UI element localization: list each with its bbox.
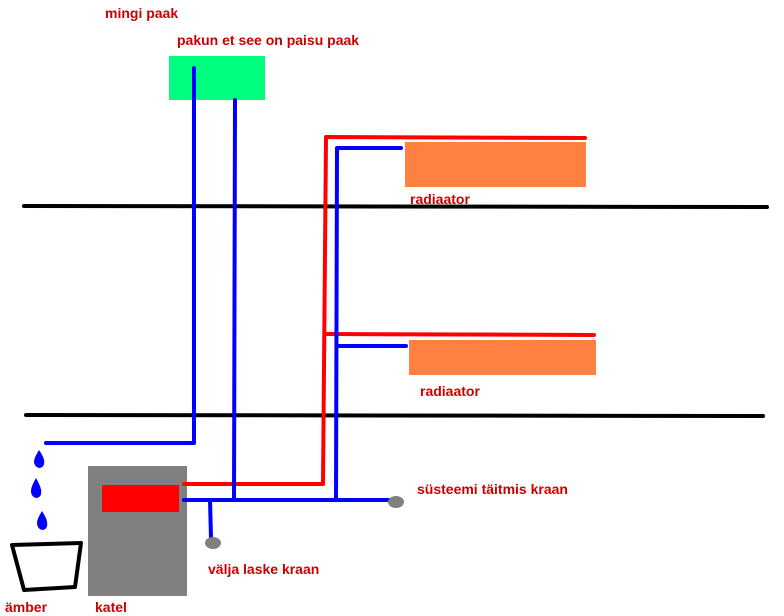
water-drop xyxy=(37,511,48,530)
water-drops xyxy=(31,450,48,530)
hot-supply-pipe xyxy=(182,135,587,486)
cold-pipes xyxy=(44,66,408,540)
boiler-label: katel xyxy=(95,599,127,615)
water-drop xyxy=(31,478,42,498)
hot-pipes xyxy=(182,135,596,486)
water-drop xyxy=(34,450,45,468)
drain-valve xyxy=(205,537,221,549)
tank-desc-label: pakun et see on paisu paak xyxy=(177,32,359,48)
return-riser xyxy=(334,146,403,502)
drain-valve-label: välja laske kraan xyxy=(208,561,319,577)
bucket-label: ämber xyxy=(5,599,48,615)
overflow-pipe xyxy=(44,66,196,445)
boiler-burner xyxy=(102,485,179,512)
fill-valve xyxy=(388,496,404,508)
radiator-upper-label: radiaator xyxy=(410,191,470,207)
hot-branch-lower-radiator xyxy=(324,332,596,337)
radiator-lower-label: radiaator xyxy=(420,383,480,399)
expansion-tank xyxy=(169,56,265,100)
radiator-lower xyxy=(409,340,596,375)
tank-return-pipe xyxy=(232,98,237,502)
upper-floor-line xyxy=(22,204,769,209)
tank-note-label: mingi paak xyxy=(105,5,178,21)
lower-floor-line xyxy=(24,413,765,418)
fill-valve-label: süsteemi täitmis kraan xyxy=(417,481,568,497)
radiator-upper xyxy=(405,142,586,187)
bucket xyxy=(10,541,83,592)
drain-pipe xyxy=(208,498,213,540)
